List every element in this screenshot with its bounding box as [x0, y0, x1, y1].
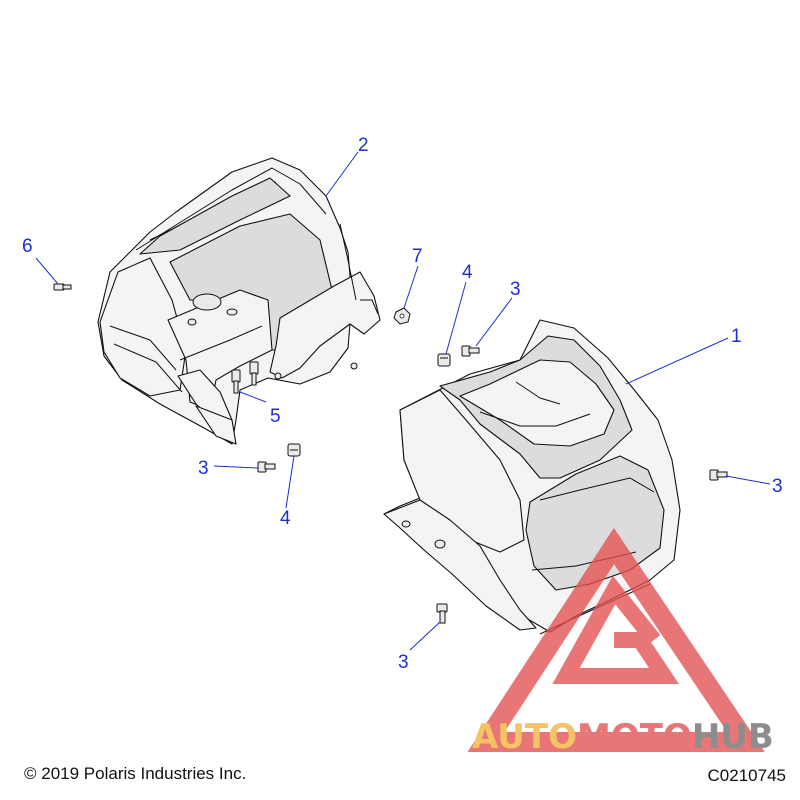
part-3-screw-bottom: [436, 603, 448, 624]
watermark-word-auto: AUTOMOTOHUB: [472, 717, 774, 757]
callout-4-upper: 4: [462, 262, 473, 283]
part-6-screw: [53, 283, 72, 291]
part-7-nut: [393, 307, 411, 325]
part-5-screws: [231, 361, 259, 394]
callout-6: 6: [22, 236, 33, 257]
part-4-clip-upper: [437, 353, 451, 367]
leader-lines: [35, 151, 771, 651]
callout-3-upper: 3: [510, 279, 521, 300]
callout-4-lower: 4: [280, 508, 291, 529]
part-4-clip-lower: [287, 443, 301, 457]
part-3-screw-upper: [461, 345, 480, 357]
callout-3-left: 3: [198, 458, 209, 479]
figure-code: C0210745: [707, 766, 786, 785]
part-3-screw-left: [257, 461, 276, 473]
watermark-g-mark: [552, 575, 679, 684]
callout-7: 7: [412, 246, 423, 267]
watermark-triangle: [467, 527, 765, 752]
callout-3-bottom: 3: [398, 652, 409, 673]
part-3-screw-right: [709, 469, 728, 481]
callout-5: 5: [270, 406, 281, 427]
automotohub-watermark: AUTOMOTOHUB: [467, 527, 774, 757]
callout-1: 1: [731, 326, 742, 347]
callout-labels: 1 2 3 3 3 3 4 4 5 6 7: [22, 135, 783, 673]
part-2-bracket-housing: [97, 157, 381, 445]
callout-2: 2: [358, 135, 369, 156]
copyright-notice: © 2019 Polaris Industries Inc.: [24, 764, 247, 783]
callout-3-right: 3: [772, 476, 783, 497]
